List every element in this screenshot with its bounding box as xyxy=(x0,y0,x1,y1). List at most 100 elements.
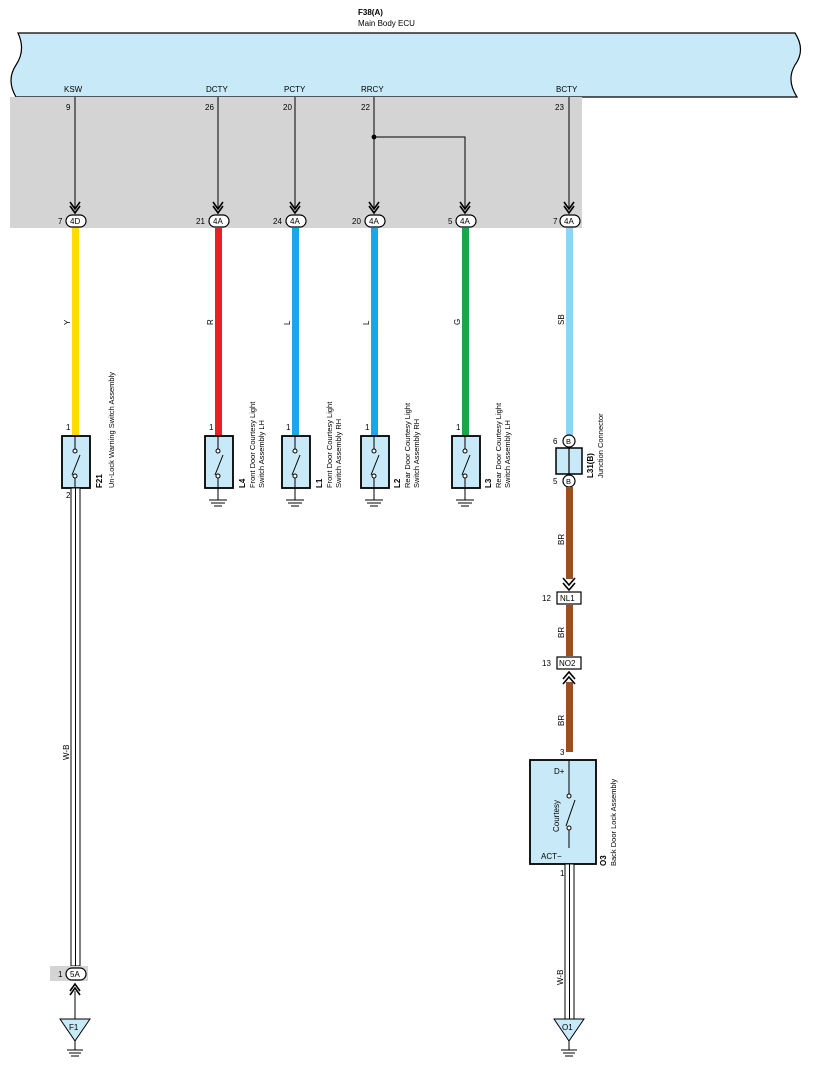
wire-yellow xyxy=(72,228,79,436)
junction-pin: 5 xyxy=(448,217,453,226)
switch-label: Courtesy xyxy=(552,800,561,832)
component-name: Rear Door Courtesy Light xyxy=(403,402,412,488)
back-door-lock-o3: 3 D+ ACT− Courtesy 1 O3 Back Door Lock A… xyxy=(529,748,618,878)
pin-label: 13 xyxy=(542,659,551,668)
component-code: O3 xyxy=(599,855,608,866)
ecu-terminals: KSW 9 DCTY 26 PCTY 20 RRCY 22 BCTY 23 xyxy=(64,85,578,112)
ground-label: F1 xyxy=(69,1023,79,1032)
terminal-signal: RRCY xyxy=(361,85,384,94)
connector-region xyxy=(10,97,582,228)
terminal-signal: KSW xyxy=(64,85,83,94)
pin-label: 2 xyxy=(66,491,71,500)
terminal-pin: 20 xyxy=(283,103,292,112)
wire-brown xyxy=(566,487,573,579)
ecu-connector-code: F38(A) xyxy=(358,8,383,17)
wire-label: R xyxy=(206,319,215,325)
component-name: Junction Connector xyxy=(596,413,605,478)
junction-pin: 7 xyxy=(553,217,558,226)
component-code: L2 xyxy=(393,478,402,488)
wire-label: BR xyxy=(557,715,566,726)
wire-label: BR xyxy=(557,627,566,638)
switch-l3: 1 L3 Rear Door Courtesy Light Switch Ass… xyxy=(451,402,512,507)
junction-pin: 21 xyxy=(196,217,205,226)
ground-label: O1 xyxy=(562,1023,573,1032)
switch-l4: 1 L4 Front Door Courtesy Light Switch As… xyxy=(204,401,266,507)
wire-brown xyxy=(566,682,573,752)
component-code: L1 xyxy=(315,478,324,488)
wire-brown xyxy=(566,605,573,656)
up-arrow xyxy=(562,670,576,685)
terminal-pin: 9 xyxy=(66,103,71,112)
ecu-body xyxy=(10,32,802,98)
component-name: Rear Door Courtesy Light xyxy=(494,402,503,488)
wire-label: SB xyxy=(557,314,566,325)
internal-lines xyxy=(74,97,570,208)
junction-id: 4D xyxy=(70,217,80,226)
wire-label: G xyxy=(453,319,462,325)
junction-pin: 20 xyxy=(352,217,361,226)
junction-id: 4A xyxy=(460,217,470,226)
component-name: Front Door Courtesy Light xyxy=(325,401,334,488)
wire-sky-blue xyxy=(566,228,573,435)
junction-pin: 24 xyxy=(273,217,282,226)
pin-label: 1 xyxy=(66,423,71,432)
pin-label: 6 xyxy=(553,437,558,446)
component-code: L4 xyxy=(238,478,247,488)
wire-blue xyxy=(371,228,378,436)
wire-label: W-B xyxy=(556,970,565,985)
connector-id: NO2 xyxy=(559,659,576,668)
pin-label: 1 xyxy=(209,423,214,432)
splice-point xyxy=(371,134,377,140)
junction-id: 5A xyxy=(70,970,80,979)
pin-label: 1 xyxy=(365,423,370,432)
inline-connector-no2: NO2 13 xyxy=(542,656,582,670)
component-name: Switch Assembly LH xyxy=(503,420,512,488)
pin-label: 1 xyxy=(286,423,291,432)
junction-pin: 1 xyxy=(58,970,63,979)
wire-label: L xyxy=(283,320,292,325)
terminal-pin: 26 xyxy=(205,103,214,112)
component-name: Back Door Lock Assembly xyxy=(609,779,618,866)
component-name: Switch Assembly RH xyxy=(412,419,421,488)
terminal-letter: B xyxy=(566,477,571,486)
component-name: Front Door Courtesy Light xyxy=(248,401,257,488)
terminal-act: ACT− xyxy=(541,852,562,861)
junction-connector-l31: B 6 B 5 L31(B) Junction Connector xyxy=(553,413,605,488)
junction-pin: 7 xyxy=(58,217,63,226)
junction-id: 4A xyxy=(369,217,379,226)
component-code: F21 xyxy=(95,474,104,488)
terminal-letter: B xyxy=(566,437,571,446)
wire-green xyxy=(462,228,469,436)
component-code: L3 xyxy=(484,478,493,488)
wire-red xyxy=(215,228,222,436)
component-name: Un-Lock Warning Switch Assembly xyxy=(107,372,116,488)
wire-label: L xyxy=(362,320,371,325)
ecu-name: Main Body ECU xyxy=(358,19,415,28)
component-name: Switch Assembly LH xyxy=(257,420,266,488)
pin-label: 5 xyxy=(553,477,558,486)
wire-label: Y xyxy=(63,319,72,325)
terminal-pin: 23 xyxy=(555,103,564,112)
ground-f1: F1 xyxy=(59,1018,91,1057)
pin-label: 1 xyxy=(456,423,461,432)
wire-label: BR xyxy=(557,534,566,545)
junction-id: 4A xyxy=(213,217,223,226)
inline-connector-nl1: NL1 12 xyxy=(542,591,582,605)
down-arrow xyxy=(562,577,576,592)
pin-label: 3 xyxy=(560,748,565,757)
junctions: 7 4D 21 4A 24 4A 20 4A 5 4A 7 4A xyxy=(58,214,581,228)
wire-white-black-left: W-B xyxy=(62,487,81,967)
wire-color-labels: Y R L L G SB xyxy=(63,314,566,325)
switch-f21: 1 2 F21 Un-Lock Warning Switch Assembly xyxy=(61,372,116,500)
switch-l2: 1 L2 Rear Door Courtesy Light Switch Ass… xyxy=(360,402,421,507)
terminal-signal: DCTY xyxy=(206,85,228,94)
switch-l1: 1 L1 Front Door Courtesy Light Switch As… xyxy=(281,401,343,507)
pin-label: 1 xyxy=(560,869,565,878)
colored-wires xyxy=(72,228,573,436)
ground-o1: O1 xyxy=(553,1018,585,1057)
terminal-pin: 22 xyxy=(361,103,370,112)
connector-id: NL1 xyxy=(560,594,575,603)
terminal-signal: PCTY xyxy=(284,85,306,94)
junction-id: 4A xyxy=(564,217,574,226)
